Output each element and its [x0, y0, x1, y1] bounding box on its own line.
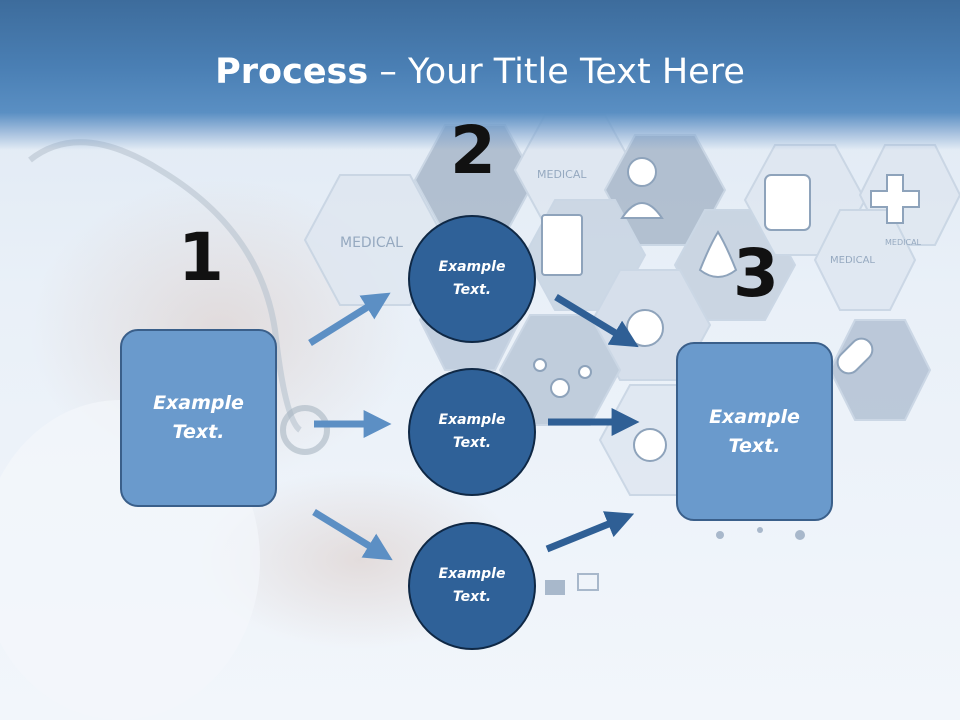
arrow-to-step3-bottom [545, 511, 635, 553]
step-number-2: 2 [450, 112, 496, 189]
step-number-3: 3 [733, 235, 779, 312]
drop-dot [716, 531, 724, 539]
first-aid-cross-icon [775, 190, 799, 214]
step1-box[interactable]: Example Text. [120, 329, 277, 507]
person-icon [620, 202, 664, 219]
medical-cross-icon [870, 174, 920, 224]
person-icon [627, 157, 657, 187]
hex-label: MEDICAL [885, 238, 922, 247]
step-number-1: 1 [178, 219, 224, 296]
step2-circle-top[interactable]: Example Text. [408, 215, 536, 343]
arrow-to-step3-top [554, 294, 639, 348]
molecule-icon [533, 358, 547, 372]
envelope-icon [545, 580, 565, 595]
molecule-icon [550, 378, 570, 398]
step3-box[interactable]: Example Text. [676, 342, 833, 521]
microscope-icon [633, 428, 667, 462]
page-title: Process – Your Title Text Here [0, 52, 960, 92]
arrow-to-step2-bottom [312, 509, 393, 561]
pill-icon [836, 337, 874, 375]
drop-dot [795, 530, 805, 540]
hex-tile [813, 209, 917, 311]
step2-circle-bottom-text: Example Text. [438, 566, 506, 605]
step2-circle-bottom[interactable]: Example Text. [408, 522, 536, 650]
arrow-to-step2-top [308, 292, 391, 346]
step3-box-text: Example Text. [709, 405, 800, 457]
hex-label: MEDICAL [537, 168, 587, 181]
hex-label: MEDICAL [830, 255, 875, 266]
stethoscope-icon [280, 405, 330, 455]
step2-circle-middle-text: Example Text. [438, 412, 506, 451]
drops-icon [698, 230, 738, 278]
step2-circle-top-text: Example Text. [438, 259, 506, 298]
page-title-bold: Process [215, 52, 369, 92]
page-title-rest: – Your Title Text Here [368, 52, 745, 92]
hex-label: MEDICAL [340, 235, 403, 251]
monitor-icon [577, 573, 599, 591]
drop-dot [757, 527, 763, 533]
title-band [0, 0, 960, 150]
clipboard-icon [541, 214, 583, 276]
molecule-icon [578, 365, 592, 379]
step2-circle-middle[interactable]: Example Text. [408, 368, 536, 496]
step1-box-text: Example Text. [153, 392, 244, 443]
